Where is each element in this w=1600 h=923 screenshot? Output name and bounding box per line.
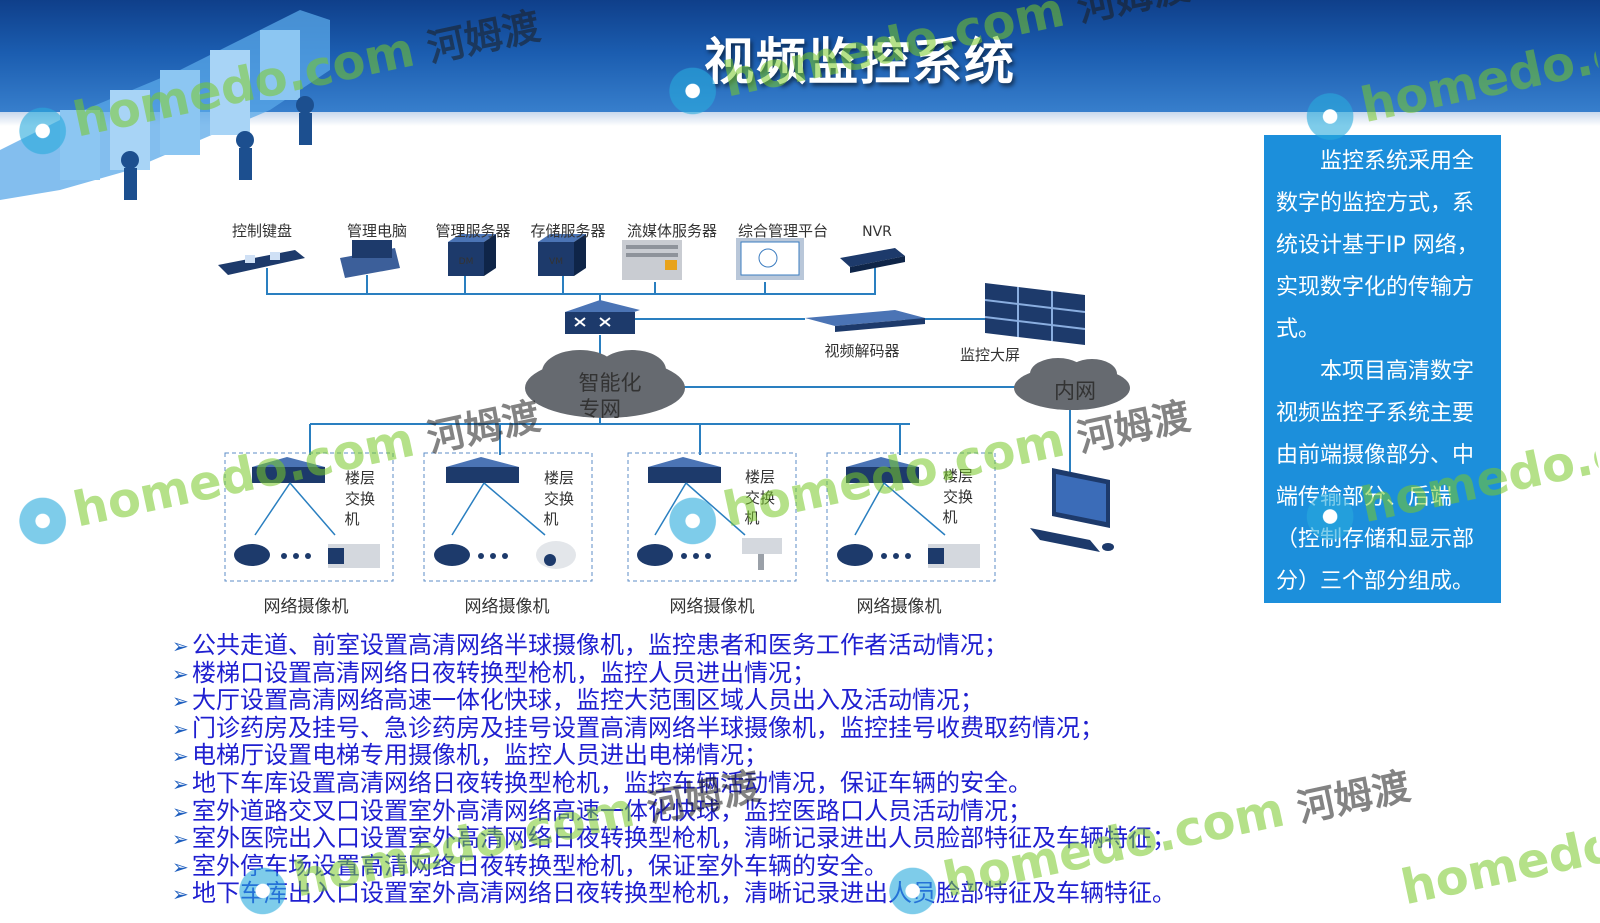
- storage-server-icon: VM: [538, 234, 586, 276]
- core-switch-icon: [565, 300, 640, 334]
- header-divider: [0, 112, 1600, 126]
- list-item: ➢楼梯口设置高清网络日夜转换型枪机，监控人员进出情况；: [172, 658, 816, 687]
- arrow-bullet-icon: ➢: [172, 854, 189, 879]
- badge-dm: DM: [459, 257, 474, 267]
- switch-label-2c: 机: [543, 510, 558, 528]
- list-item: ➢电梯厅设置电梯专用摄像机，监控人员进出电梯情况；: [172, 741, 768, 770]
- client-pc-icon: [1030, 468, 1114, 552]
- camera-group-label-4: 网络摄像机: [857, 597, 942, 617]
- video-wall-icon: [984, 283, 1086, 345]
- camera-group-2: [423, 452, 593, 582]
- decoder-icon: [805, 310, 925, 332]
- header-decoration: [0, 10, 330, 200]
- network-diagram: DM VM 智能化 专网: [218, 222, 1130, 617]
- management-pc-icon: [340, 240, 400, 278]
- list-item: ➢大厅设置高清网络高速一体化快球，监控大范围区域人员出入及活动情况；: [172, 686, 984, 715]
- device-label-keyboard: 控制键盘: [232, 222, 292, 240]
- list-item: ➢室外医院出入口设置室外高清网络日夜转换型枪机，清晰记录进出人员脸部特征及车辆特…: [172, 824, 1176, 853]
- arrow-bullet-icon: ➢: [172, 689, 189, 714]
- cloud-intranet: [1014, 358, 1130, 410]
- cloud-private-label-2: 专网: [579, 397, 621, 421]
- device-label-nvr: NVR: [862, 224, 892, 240]
- system-description-box: 监控系统采用全数字的监控方式，系统设计基于IP 网络，实现数字化的传输方式。 本…: [1264, 135, 1501, 603]
- camera-group-4: [826, 452, 996, 582]
- list-item: ➢门诊药房及挂号、急诊药房及挂号设置高清网络半球摄像机，监控挂号收费取药情况；: [172, 713, 1104, 742]
- keyboard-icon: [218, 250, 305, 275]
- arrow-bullet-icon: ➢: [172, 744, 189, 769]
- device-label-storage-server: 存储服务器: [530, 222, 605, 240]
- arrow-bullet-icon: ➢: [172, 634, 189, 658]
- streaming-server-icon: [622, 240, 682, 280]
- switch-label-3a: 楼层: [745, 468, 775, 486]
- badge-vm: VM: [549, 257, 563, 267]
- list-item: ➢公共走道、前室设置高清网络半球摄像机，监控患者和医务工作者活动情况；: [172, 631, 1008, 659]
- arrow-bullet-icon: ➢: [172, 799, 189, 824]
- device-label-streaming-server: 流媒体服务器: [627, 222, 717, 240]
- management-platform-icon: [736, 238, 804, 280]
- camera-deployment-list: ➢公共走道、前室设置高清网络半球摄像机，监控患者和医务工作者活动情况； ➢楼梯口…: [172, 632, 1312, 908]
- device-label-platform: 综合管理平台: [738, 222, 828, 240]
- switch-label-1b: 交换: [345, 490, 375, 508]
- device-label-mgmt-pc: 管理电脑: [347, 222, 407, 240]
- switch-label-1a: 楼层: [345, 469, 375, 487]
- arrow-bullet-icon: ➢: [172, 827, 189, 852]
- switch-label-2b: 交换: [544, 490, 574, 508]
- description-paragraph-1: 监控系统采用全数字的监控方式，系统设计基于IP 网络，实现数字化的传输方式。: [1276, 149, 1479, 342]
- switch-label-4b: 交换: [943, 488, 973, 506]
- cloud-intranet-label: 内网: [1054, 379, 1096, 403]
- page-title: 视频监控系统: [704, 33, 1016, 91]
- cloud-private-network: [525, 350, 685, 418]
- camera-group-1: [224, 452, 394, 582]
- device-label-mgmt-server: 管理服务器: [435, 222, 510, 240]
- camera-group-label-3: 网络摄像机: [670, 597, 755, 617]
- camera-group-label-1: 网络摄像机: [264, 597, 349, 617]
- decoder-label: 视频解码器: [824, 342, 899, 360]
- switch-label-4c: 机: [942, 508, 957, 526]
- list-item: ➢地下车库出入口设置室外高清网络日夜转换型枪机，清晰记录进出人员脸部特征及车辆特…: [172, 879, 1176, 908]
- list-item: ➢室外停车场设置高清网络日夜转换型枪机，保证室外车辆的安全。: [172, 851, 888, 880]
- list-item: ➢地下车库设置高清网络日夜转换型枪机，监控车辆活动情况，保证车辆的安全。: [172, 768, 1032, 797]
- arrow-bullet-icon: ➢: [172, 661, 189, 686]
- camera-group-3: [627, 452, 797, 582]
- list-item: ➢室外道路交叉口设置室外高清网络高速一体化快球，监控医路口人员活动情况；: [172, 796, 1032, 825]
- switch-label-1c: 机: [344, 510, 359, 528]
- switch-label-3c: 机: [744, 509, 759, 527]
- video-wall-label: 监控大屏: [960, 346, 1020, 364]
- cloud-private-label-1: 智能化: [579, 371, 642, 395]
- management-server-icon: DM: [448, 234, 496, 276]
- switch-label-3b: 交换: [745, 489, 775, 507]
- nvr-icon: [840, 248, 905, 273]
- camera-group-label-2: 网络摄像机: [465, 597, 550, 617]
- switch-label-2a: 楼层: [544, 469, 574, 487]
- switch-label-4a: 楼层: [943, 467, 973, 485]
- arrow-bullet-icon: ➢: [172, 771, 189, 796]
- description-paragraph-2: 本项目高清数字视频监控子系统主要由前端摄像部分、中端传输部分、后端（控制存储和显…: [1276, 359, 1475, 594]
- arrow-bullet-icon: ➢: [172, 716, 189, 741]
- arrow-bullet-icon: ➢: [172, 882, 189, 907]
